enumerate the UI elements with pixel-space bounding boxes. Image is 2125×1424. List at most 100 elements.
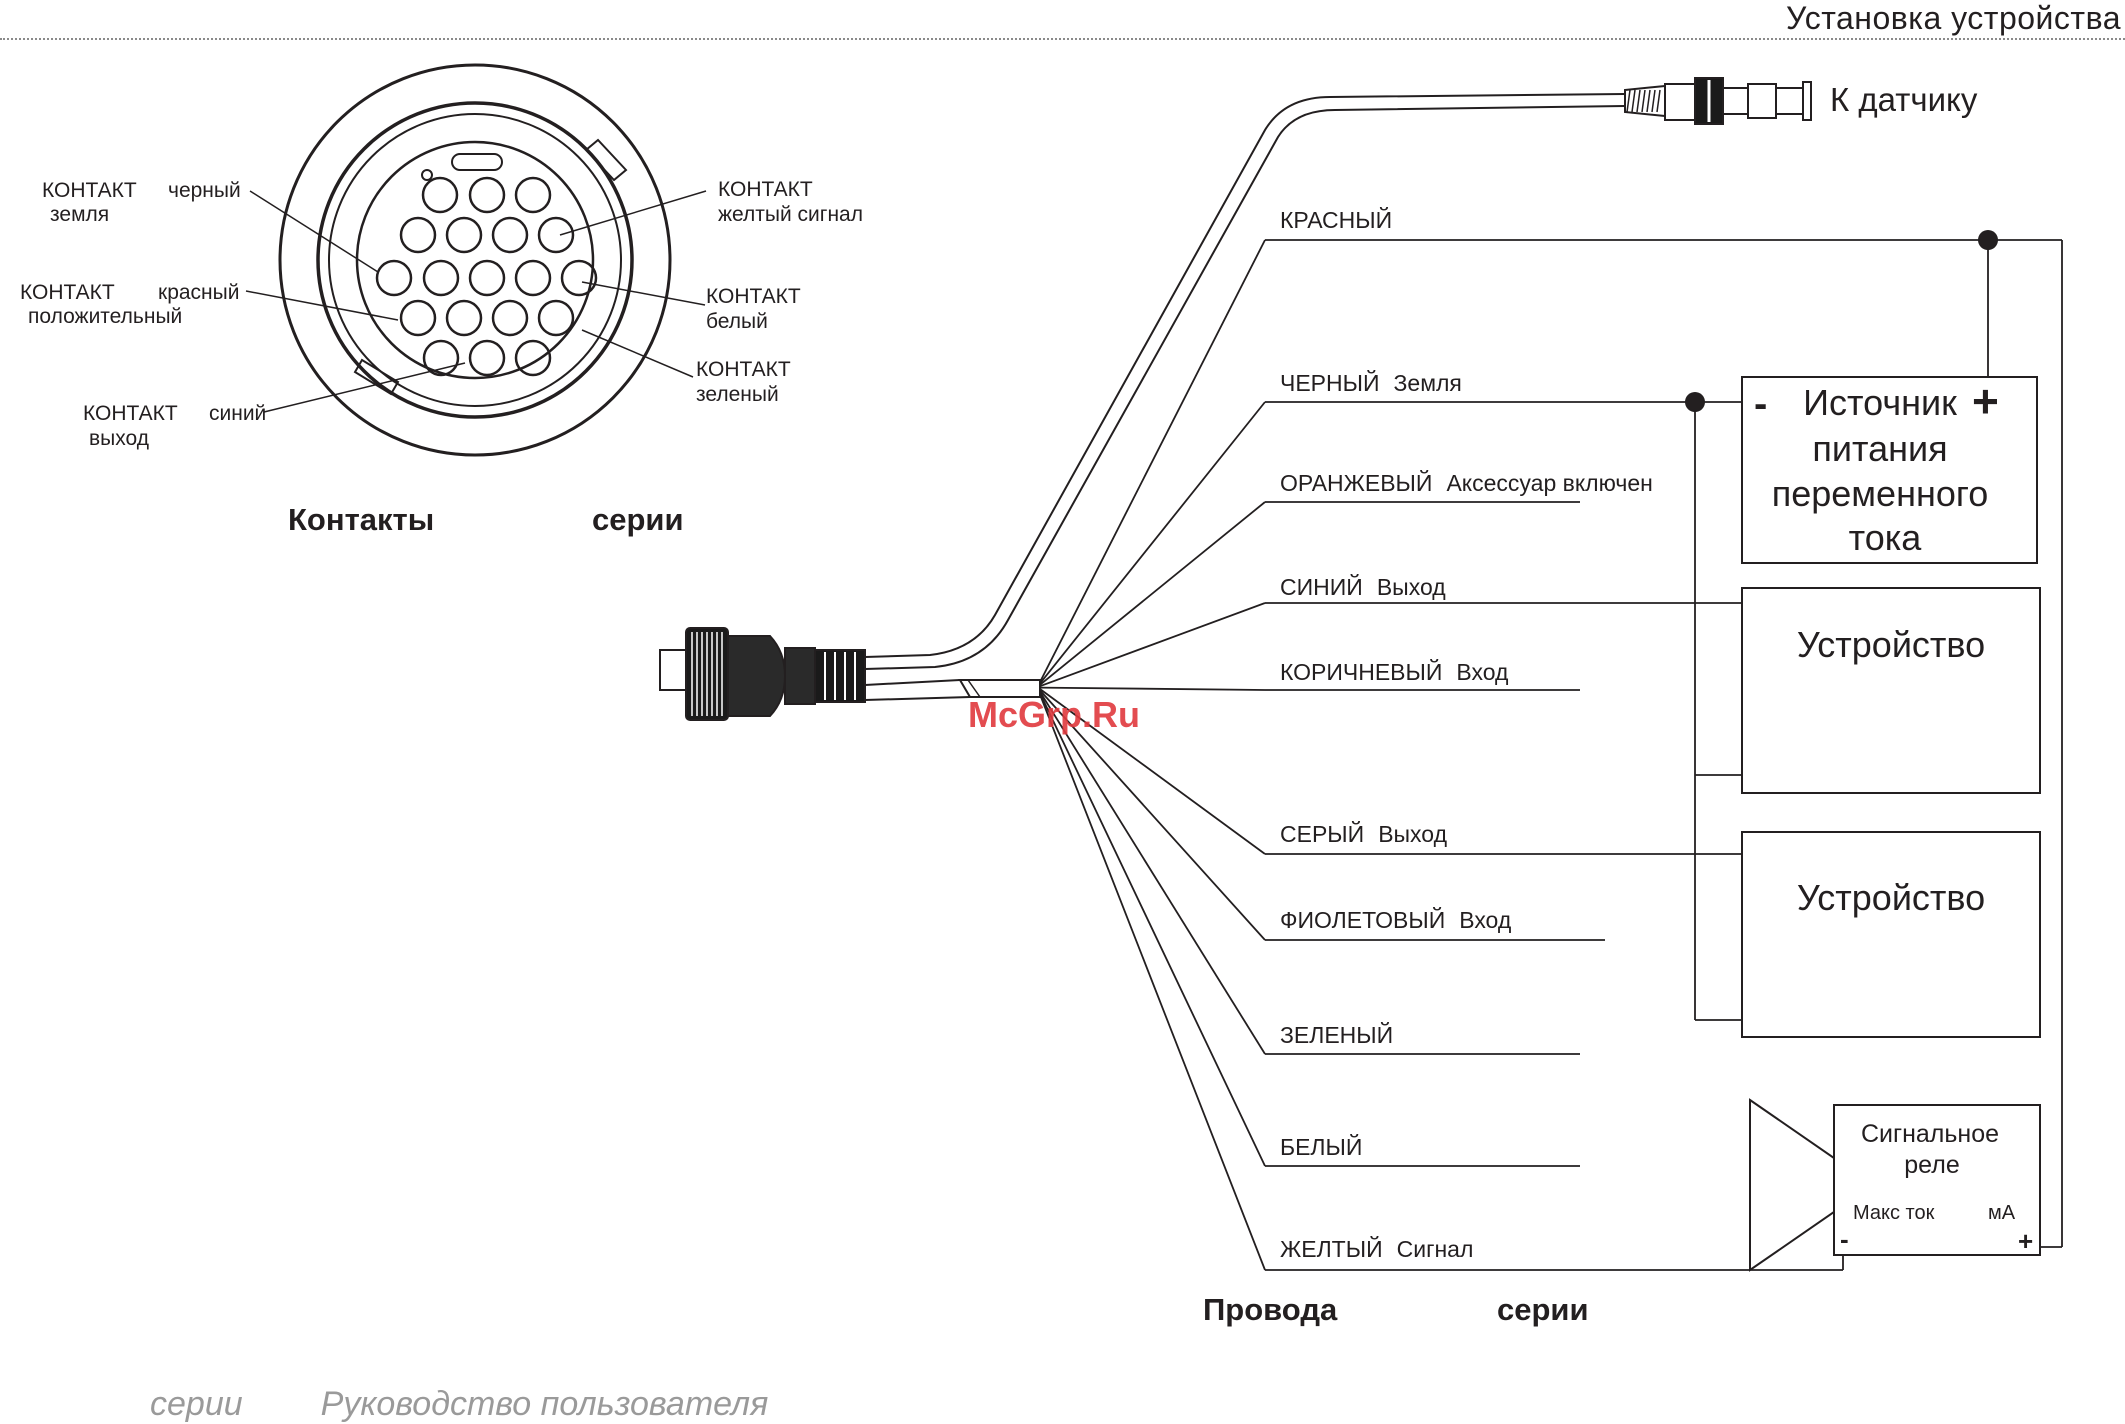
leader-yellow [559,190,707,236]
relay-unit: мА [1988,1202,2016,1224]
pin-label-blue-color: синий [209,402,266,425]
connector-face [245,63,707,457]
pin-label-red-desc: положительный [28,305,182,328]
leader-blue [263,362,466,413]
footer-manual: Руководство пользователя [320,1385,769,1423]
relay-line-2: реле [1904,1151,1959,1179]
footer-series: серии [150,1385,243,1423]
wire-blue-function: Выход [1377,574,1446,600]
wire-blue-name: СИНИЙ [1280,573,1363,600]
pin-socket [468,339,506,377]
pin-label-blue-desc: выход [89,427,149,450]
wires-caption-left: Провода [1203,1292,1338,1327]
wire-violet-function: Вход [1459,907,1512,933]
header-title: Установка устройства [1786,0,2121,36]
pin-socket [537,299,575,337]
pin-label-white-title: КОНТАКТ [706,285,801,308]
pin-1-marker [421,169,433,181]
power-line-2: питания [1812,428,1947,469]
pin-label-green-desc: зеленый [696,383,779,406]
wire-brown-function: Вход [1456,659,1509,685]
pin-socket [375,259,413,297]
power-source-box: - + Источник питания переменного тока [1741,375,2038,564]
device-2-label: Устройство [1797,877,1985,918]
pin-label-black-desc: земля [50,203,109,226]
wire-violet-name: ФИОЛЕТОВЫЙ [1280,906,1445,933]
pin-socket [421,176,459,214]
pin-socket [560,259,598,297]
wires-caption-right: серии [1497,1292,1589,1327]
wire-orange-name: ОРАНЖЕВЫЙ [1280,469,1432,496]
wire-yellow-name: ЖЕЛТЫЙ [1280,1235,1383,1262]
device-box-2: Устройство [1741,831,2041,1038]
pin-socket [399,216,437,254]
power-line-4: тока [1849,517,1923,558]
pin-labels: КОНТАКТ черный земля КОНТАКТ красный пол… [20,178,863,450]
connector-inner-ring [328,113,622,407]
pin-socket [491,299,529,337]
pin-label-white-desc: белый [706,310,768,333]
wire-gray-name: СЕРЫЙ [1280,820,1364,847]
pin-socket [445,216,483,254]
wire-yellow-function: Сигнал [1397,1236,1474,1262]
fanout-wire [1039,692,1266,1167]
relay-minus: - [1840,1224,1849,1254]
relay-line-1: Сигнальное [1861,1120,1999,1148]
connector-caption-left: Контакты [288,502,434,537]
strain-relief [814,649,866,703]
pin-socket [491,216,529,254]
connector-caption-right: серии [592,502,684,537]
fanout-wire [1039,239,1266,683]
cable-plug [659,627,866,721]
pin-array [375,176,598,377]
leader-red [245,290,399,321]
pin-field [355,140,595,380]
pin-socket [445,299,483,337]
transducer-label: К датчику [1830,81,1978,118]
latch-tab-right [584,138,628,182]
fanout-wire [1039,689,1266,941]
alarm-relay: Сигнальное реле Макс ток мА - + [1749,1098,2041,1272]
pin-label-black-color: черный [168,179,241,202]
key-slot-top [451,153,503,171]
relay-rating: Макс ток [1853,1202,1935,1224]
pin-label-green-title: КОНТАКТ [696,358,791,381]
wire-black-name: ЧЕРНЫЙ [1280,369,1380,396]
pin-socket [514,339,552,377]
transducer-connector [1624,77,1812,125]
pin-socket [468,259,506,297]
device-box-1: Устройство [1741,587,2041,794]
transducer-cable [864,93,1626,670]
latch-tab-left [353,358,400,396]
leader-white [581,281,706,306]
leader-green [581,329,694,378]
svg-text:БЕЛЫЙ: БЕЛЫЙ [1280,1133,1362,1160]
fanout-wire [1039,688,1266,855]
pin-socket [537,216,575,254]
power-line-3: переменного [1772,473,1988,514]
device-1-label: Устройство [1797,624,1985,665]
page-footer: серии Руководство пользователя [150,1385,846,1424]
pin-label-blue-title: КОНТАКТ [83,402,178,425]
wire-white-name: БЕЛЫЙ [1280,1133,1362,1160]
fanout-wire [1039,602,1266,688]
pin-label-yellow-title: КОНТАКТ [718,178,813,201]
pin-label-black-title: КОНТАКТ [42,179,137,202]
wire-black-function: Земля [1394,370,1462,396]
connector-outer-ring [278,63,672,457]
fanout-wire [1039,694,1266,1271]
pin-socket [468,176,506,214]
fanout-wire [1039,691,1266,1055]
plug-neck [784,647,816,705]
wire-brown-name: КОРИЧНЕВЫЙ [1280,658,1442,685]
power-line-1: Источник [1803,382,1957,423]
plug-body [727,635,787,717]
fanout-wire [1039,686,1266,691]
